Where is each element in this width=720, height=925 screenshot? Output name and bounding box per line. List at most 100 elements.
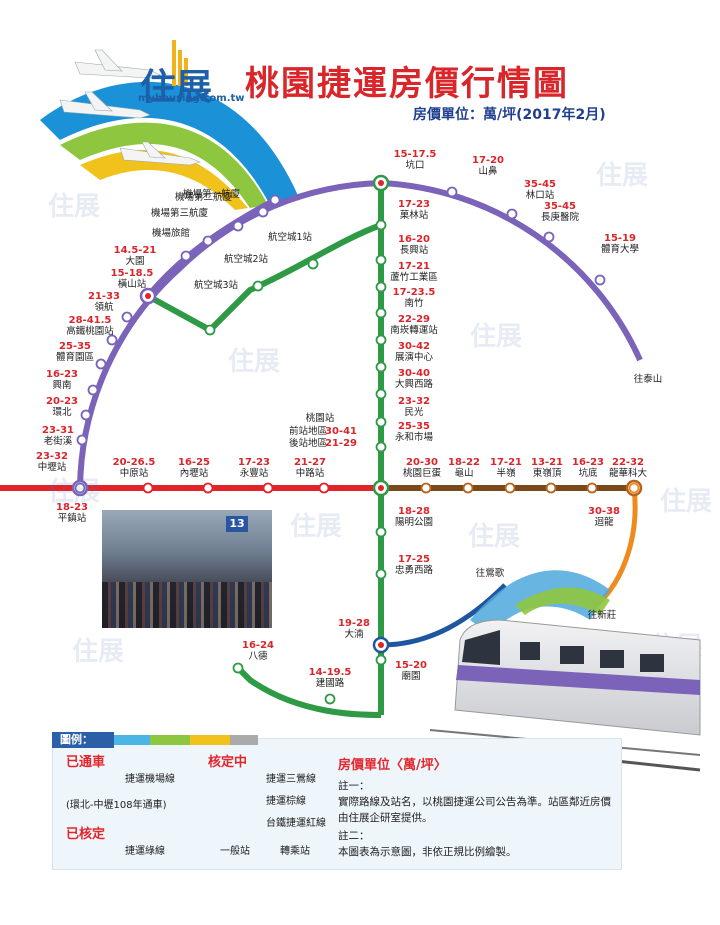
airport-line <box>77 179 643 489</box>
station-marker <box>262 482 274 494</box>
station-price: 30-40 <box>398 368 430 379</box>
station-name: 忠勇西路 <box>395 564 434 576</box>
watermark: 住展 <box>596 160 648 191</box>
station-name: 機場第二航廈 <box>175 191 233 203</box>
station-name: 航空城2站 <box>224 253 269 265</box>
station-price: 18-23 <box>56 502 88 513</box>
station-price: 20-23 <box>46 396 78 407</box>
station-name: 菓林站 <box>400 209 429 221</box>
sanying-swoosh-green <box>515 587 610 615</box>
note1-line1: 實際路線及站名，以桃園捷運公司公告為準。站區鄰近房價 <box>338 796 611 808</box>
station-name: 半嶺 <box>496 467 516 479</box>
legend-sanying-label: 捷運三鶯線 <box>266 774 316 785</box>
legend-panel <box>52 738 622 870</box>
station-name: 後站地區 <box>289 437 327 449</box>
brand-url: myhousing.com.tw <box>138 93 245 104</box>
station-marker <box>375 334 387 346</box>
station-price: 22-29 <box>398 314 430 325</box>
station-price: 23-32 <box>398 396 430 407</box>
station-name: 南崁轉運站 <box>390 324 438 336</box>
station-name: 機場第一航廈 <box>183 188 241 200</box>
station-name: 橫山站 <box>118 278 147 290</box>
legend-red-label: 台鐵捷運紅線 <box>266 818 326 829</box>
station-marker <box>420 482 432 494</box>
sanying-line <box>380 583 507 648</box>
logo-bars <box>172 40 188 86</box>
legend-brown-label: 捷運棕線 <box>266 796 306 807</box>
station-price: 16-24 <box>242 640 274 651</box>
station-marker <box>95 358 107 370</box>
station-name: 老街溪 <box>44 435 73 447</box>
station-name: 廟園 <box>401 670 420 682</box>
station-marker <box>375 361 387 373</box>
transfer-station-core <box>378 180 384 186</box>
crowd <box>102 582 272 628</box>
price-unit-subtitle: 房價單位：萬/坪(2017年2月) <box>413 107 606 123</box>
station-marker <box>504 482 516 494</box>
green-line-bade-branch <box>235 665 382 718</box>
legend-opened: 已通車 <box>66 755 106 770</box>
station-name: 大湳 <box>344 628 363 640</box>
station-name: 永和市場 <box>395 431 434 443</box>
station-marker <box>307 258 319 270</box>
station-price: 35-45 <box>524 179 556 190</box>
station-price: 15-17.5 <box>394 149 437 160</box>
station-name: 八德 <box>248 650 268 662</box>
station-price: 17-23 <box>238 457 270 468</box>
station-name: 環北 <box>52 407 72 418</box>
station-price: 14.5-21 <box>114 245 157 256</box>
station-marker <box>594 274 606 286</box>
station-name: 長興站 <box>400 244 429 256</box>
brand-logo: 住展 <box>140 66 213 108</box>
legend-airport-note: (環北-中壢108年通車) <box>66 800 167 811</box>
station-marker <box>106 334 118 346</box>
station-name: 蘆竹工業區 <box>390 271 438 283</box>
station-price: 25-35 <box>59 341 91 352</box>
station-price: 17-21 <box>490 457 522 468</box>
station-price: 23-31 <box>42 425 74 436</box>
station-name: 長庚醫院 <box>541 211 580 223</box>
station-name: 坑底 <box>578 467 598 479</box>
station-name: 展演中心 <box>395 351 434 363</box>
note1-line2: 由住展企研室提供。 <box>338 812 433 824</box>
watermark: 住展 <box>48 476 100 507</box>
watermark: 住展 <box>468 521 520 552</box>
station-name: 東嶺頂 <box>533 467 562 479</box>
station-price: 28-41.5 <box>69 315 112 326</box>
station-price: 21-27 <box>294 457 326 468</box>
station-price: 17-23.5 <box>393 287 436 298</box>
station-marker <box>76 434 88 446</box>
station-name: 山鼻 <box>478 165 497 177</box>
station-name: 機場旅館 <box>152 227 190 239</box>
station-marker <box>375 654 387 666</box>
station-price: 23-32 <box>36 451 68 462</box>
station-price: 17-20 <box>472 155 504 166</box>
page-title: 桃園捷運房價行情圖 <box>245 64 569 104</box>
station-price: 14-19.5 <box>309 667 352 678</box>
station-marker <box>202 235 214 247</box>
station-name: 桃園巨蛋 <box>403 467 442 479</box>
station-price: 20-26.5 <box>113 457 156 468</box>
legend-green-label: 捷運綠線 <box>125 846 165 857</box>
station-marker <box>375 441 387 453</box>
station-name: 航空城3站 <box>194 279 239 291</box>
station-name: 林口站 <box>526 189 555 201</box>
station-name: 建國路 <box>316 677 345 689</box>
legend-stripe <box>110 735 150 745</box>
legend-airport-label: 捷運機場線 <box>125 774 175 785</box>
station-name: 龜山 <box>454 467 473 479</box>
airplane-icon <box>59 49 201 166</box>
station-price: 30-38 <box>588 506 620 517</box>
stations <box>71 174 643 705</box>
station-name: 機場第三航廈 <box>151 207 209 219</box>
station-marker <box>180 250 192 262</box>
station-marker <box>375 568 387 580</box>
station-marker <box>121 311 133 323</box>
legend-stripe <box>150 735 190 745</box>
station-name: 興南 <box>52 379 71 391</box>
station-price: 16-25 <box>178 457 210 468</box>
station-price: 19-28 <box>338 618 370 629</box>
train-image <box>419 619 701 772</box>
watermark: 住展 <box>470 321 522 352</box>
station-price: 17-23 <box>398 199 430 210</box>
